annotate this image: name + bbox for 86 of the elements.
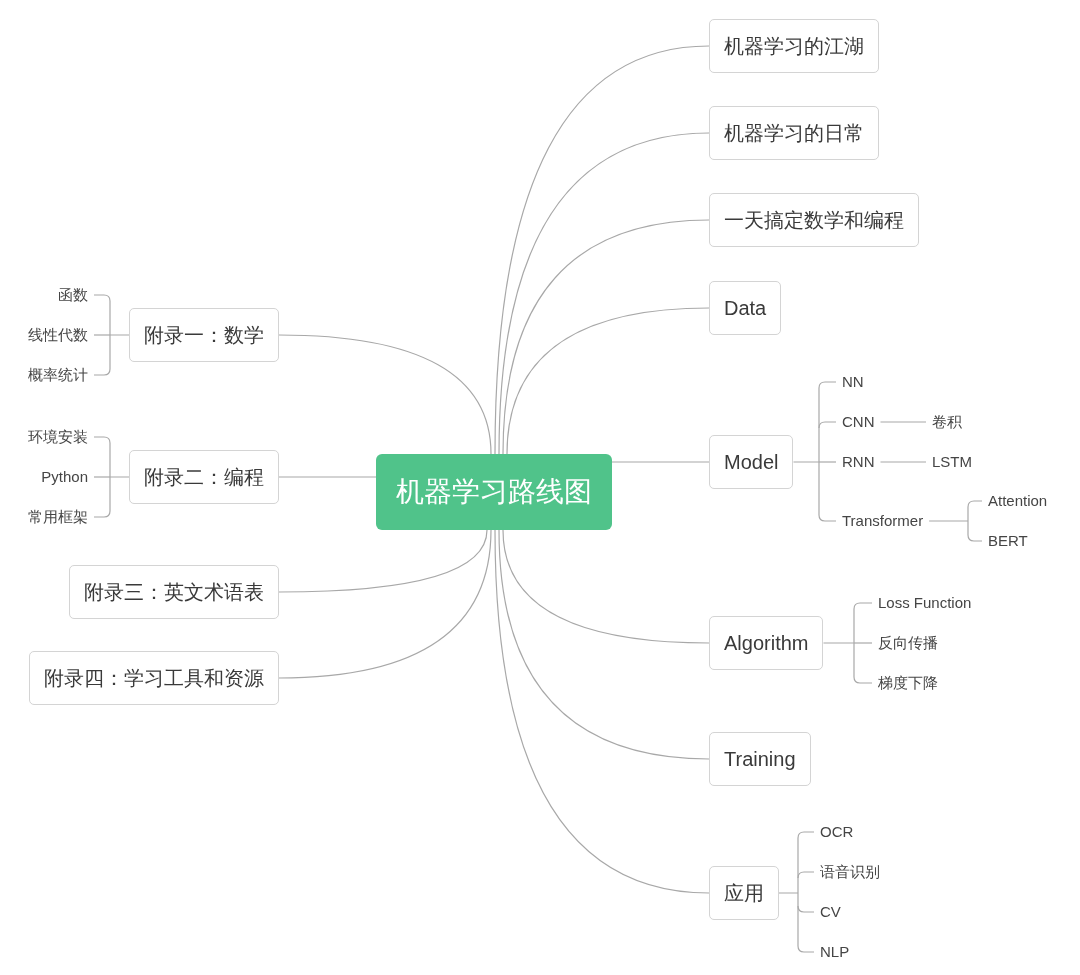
branch-label: 常用框架 xyxy=(22,507,94,527)
branch-label: 卷积 xyxy=(926,412,968,432)
branch-line xyxy=(818,421,837,429)
topic-box xyxy=(129,308,279,362)
connector-curve xyxy=(506,307,710,455)
topic-box xyxy=(69,565,279,619)
topic-box xyxy=(709,193,919,247)
central-topic-box xyxy=(376,454,612,530)
central-topic-label: 机器学习路线图 xyxy=(396,475,592,509)
topic-box xyxy=(29,651,279,705)
topic-box xyxy=(709,19,879,73)
connector-curve xyxy=(498,132,710,455)
topic-box xyxy=(709,866,779,920)
branch-line xyxy=(93,294,111,302)
branch-trunk-line xyxy=(109,300,130,370)
topic-label: Model xyxy=(724,450,779,475)
connector-curve xyxy=(278,529,492,679)
branch-line xyxy=(797,945,815,953)
branch-label: BERT xyxy=(982,531,1034,551)
branch-line xyxy=(818,461,837,463)
branch-line xyxy=(818,514,837,522)
branch-line xyxy=(967,500,983,508)
topic-label: 附录三：英文术语表 xyxy=(84,580,264,605)
connector-curve xyxy=(494,45,710,455)
branch-label: Attention xyxy=(982,491,1054,511)
branch-trunk-line xyxy=(778,837,799,947)
branch-label: RNN xyxy=(836,452,881,472)
topic-box xyxy=(129,450,279,504)
branch-label: CV xyxy=(814,902,847,922)
branch-trunk-line xyxy=(928,506,969,536)
branch-label: 函数 xyxy=(52,285,94,305)
branch-line xyxy=(93,476,111,478)
branch-label: 概率统计 xyxy=(22,365,94,385)
branch-label: 反向传播 xyxy=(872,633,944,653)
topic-box xyxy=(709,732,811,786)
topic-label: Data xyxy=(724,296,767,321)
branch-line xyxy=(797,871,815,879)
connector-curve xyxy=(494,529,710,894)
topic-box xyxy=(709,106,879,160)
topic-label: 应用 xyxy=(724,881,764,906)
connector-curve xyxy=(502,219,710,455)
branch-label: 梯度下降 xyxy=(872,673,944,693)
branch-line xyxy=(93,436,111,444)
connector-curve xyxy=(502,529,710,644)
branch-line xyxy=(967,534,983,542)
branch-label: OCR xyxy=(814,822,860,842)
branch-trunk-line xyxy=(109,442,130,512)
branch-line xyxy=(93,334,111,336)
branch-label: 线性代数 xyxy=(22,325,94,345)
branch-line xyxy=(797,831,815,839)
topic-label: 机器学习的日常 xyxy=(724,121,864,146)
topic-box xyxy=(709,616,824,670)
branch-line xyxy=(853,602,873,610)
branch-trunk-line xyxy=(822,608,855,678)
branch-label: Python xyxy=(35,467,94,487)
connector-curve xyxy=(278,529,488,593)
topic-label: 机器学习的江湖 xyxy=(724,34,864,59)
branch-label: NN xyxy=(836,372,870,392)
branch-line xyxy=(93,368,111,376)
branch-label: Transformer xyxy=(836,511,930,531)
topic-label: 一天搞定数学和编程 xyxy=(724,208,904,233)
branch-line xyxy=(853,642,873,644)
topic-label: 附录四：学习工具和资源 xyxy=(44,666,264,691)
topic-box xyxy=(709,435,794,489)
branch-label: CNN xyxy=(836,412,881,432)
connector-curve xyxy=(278,334,492,455)
connector-curve xyxy=(498,529,710,760)
connector-curve xyxy=(278,476,377,478)
branch-trunk-line xyxy=(792,387,820,516)
topic-label: 附录二：编程 xyxy=(144,465,264,490)
branch-label: NLP xyxy=(814,942,856,962)
topic-label: 附录一：数学 xyxy=(144,323,264,348)
branch-line xyxy=(853,676,873,684)
branch-line xyxy=(797,905,815,913)
branch-line xyxy=(93,510,111,518)
branch-label: LSTM xyxy=(926,452,978,472)
topic-box xyxy=(709,281,782,335)
connector-curve xyxy=(611,461,710,463)
topic-label: Training xyxy=(724,747,796,772)
branch-line xyxy=(818,381,837,389)
topic-label: Algorithm xyxy=(724,631,809,656)
branch-label: 语音识别 xyxy=(814,862,886,882)
branch-label: 环境安装 xyxy=(22,427,94,447)
branch-line xyxy=(879,461,927,463)
branch-line xyxy=(879,421,927,423)
branch-label: Loss Function xyxy=(872,593,978,613)
